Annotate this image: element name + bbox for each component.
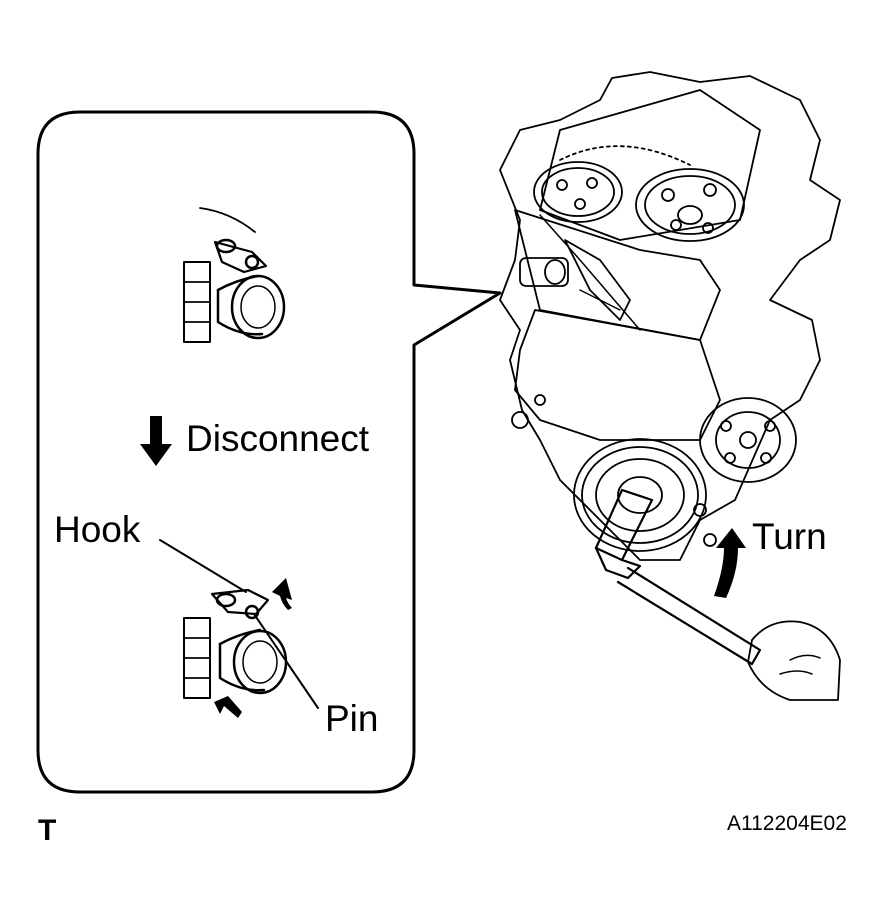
callout-bubble [36,110,502,794]
pin-marker [244,604,260,620]
hook-leader [159,539,247,593]
pin-label: Pin [325,698,379,739]
figure-code: A112204E02 [727,812,847,835]
turn-label: Turn [752,516,827,557]
hook-label: Hook [54,509,141,550]
wrench [594,488,841,701]
engine-block [499,71,841,561]
arrow-turn-icon [714,528,746,598]
disconnect-label: Disconnect [186,418,370,459]
tensioner-connected [183,207,286,343]
corner-mark: T [38,814,57,847]
arrow-down-icon [140,416,172,466]
pin-leader [253,613,319,709]
arrow-push-icon [214,696,242,718]
arrow-hook-rotate-icon [272,578,292,610]
tensioner-disconnected [183,588,288,699]
